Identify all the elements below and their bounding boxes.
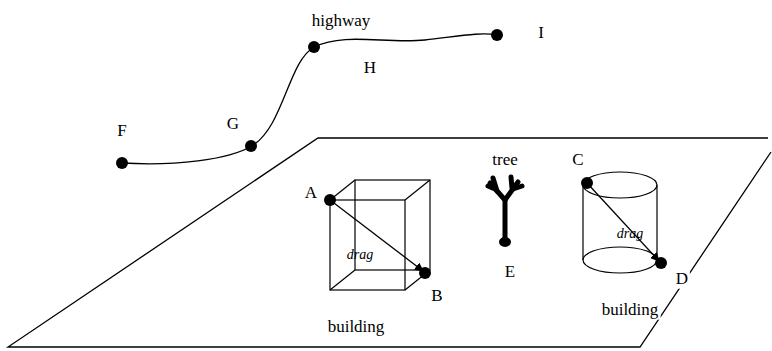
point-label: tree [490,151,519,170]
point-label: drag [345,247,375,262]
point-label: F [115,122,128,141]
point-label: drag [615,226,645,241]
cylinder-building [583,172,657,273]
point-label: E [503,263,517,282]
drag-arrow [330,200,423,271]
point-e [499,237,511,247]
box-building [330,180,430,290]
point-label: building [600,301,661,320]
highway-curve [122,34,497,164]
ground-plane [8,138,771,347]
point-label: D [674,270,690,289]
point-label: building [326,318,387,337]
point-dots [116,29,667,279]
point-label: G [225,115,241,134]
point-label: I [536,24,546,43]
drag-arrow [587,183,659,261]
point-label: H [362,59,378,78]
point-label: B [429,287,444,306]
point-label: highway [310,12,373,31]
point-label: A [303,184,319,203]
tree-symbol [488,177,522,240]
point-label: C [570,151,585,170]
